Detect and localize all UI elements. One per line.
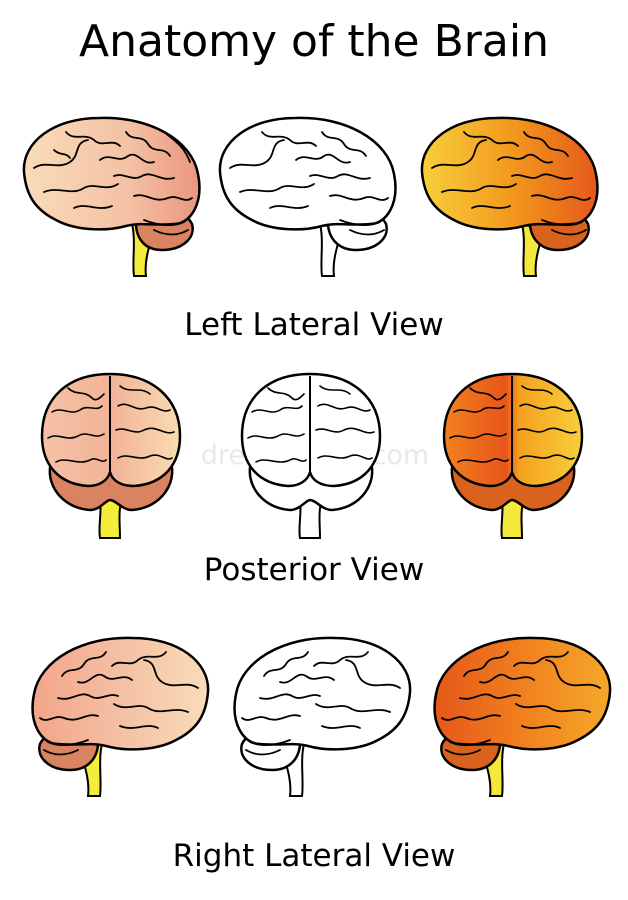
left-lateral-brain-pink — [14, 112, 204, 280]
posterior-brain-pink — [38, 368, 184, 540]
left-lateral-brain-outline — [214, 112, 404, 280]
right-lateral-brain-outline — [232, 632, 416, 800]
right-lateral-brain-pink — [30, 632, 214, 800]
right-lateral-brain-orange — [432, 632, 616, 800]
page-title: Anatomy of the Brain — [79, 16, 549, 67]
right-lateral-view-caption: Right Lateral View — [172, 838, 456, 874]
left-lateral-brain-orange — [416, 112, 606, 280]
posterior-view-caption: Posterior View — [203, 552, 425, 588]
left-lateral-view-caption: Left Lateral View — [184, 307, 444, 343]
posterior-brain-orange — [440, 368, 586, 540]
posterior-brain-outline — [238, 368, 384, 540]
